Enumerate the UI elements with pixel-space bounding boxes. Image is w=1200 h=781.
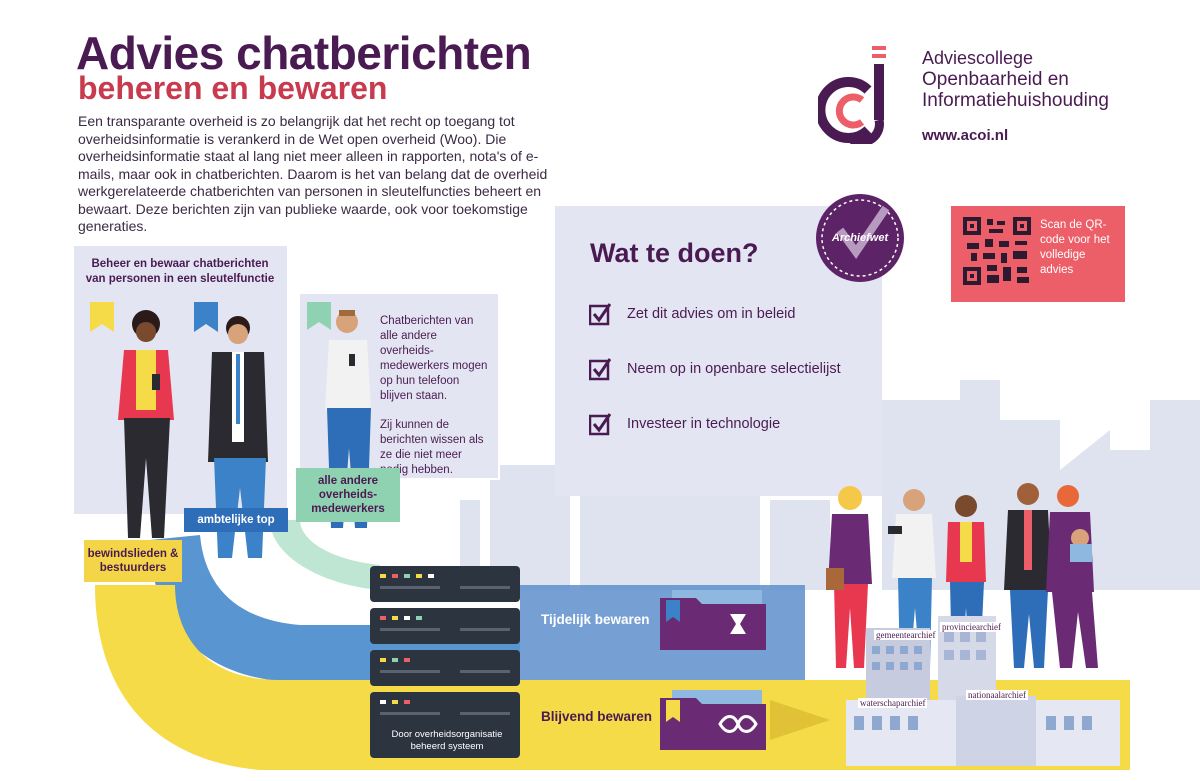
- server-unit: [370, 566, 520, 602]
- todo-item-label: Investeer in technologie: [627, 416, 781, 432]
- archiefwet-stamp-text: Archiefwet: [831, 232, 889, 244]
- logo-line-1: Adviescollege: [922, 48, 1034, 68]
- todo-title: Wat te doen?: [590, 238, 759, 268]
- logo-line-2: Openbaarheid en: [922, 69, 1069, 90]
- blue-data-stream: [150, 535, 520, 682]
- todo-item-technologie: Investeer in technologie: [589, 409, 780, 439]
- permanent-folder-infinity-icon: [660, 690, 766, 750]
- todo-item-beleid: Zet dit advies om in beleid: [589, 299, 795, 329]
- qr-caption: Scan de QR-code voor het volledige advie…: [1040, 219, 1110, 276]
- logo-wordmark: Adviescollege Openbaarheid en Informatie…: [922, 48, 1109, 111]
- intro-paragraph: Een transparante overheid is zo belangri…: [78, 113, 548, 234]
- label-blijvend-bewaren: Blijvend bewaren: [541, 709, 653, 724]
- label-andere-medewerkers: alle andere overheids-medewerkers: [296, 468, 400, 522]
- server-stack-icon: [370, 566, 520, 758]
- mint-data-stream: [270, 520, 380, 590]
- checkbox-checked-icon: [589, 358, 611, 381]
- server-caption: Door overheidsorganisatie beheerd systee…: [391, 729, 503, 752]
- archive-buildings-illustration: [846, 616, 1120, 766]
- other-employees-text-1: Chatberichten van alle andere overheids-…: [380, 315, 488, 402]
- checkbox-checked-icon: [589, 303, 611, 326]
- key-function-people-illustration: [90, 302, 268, 558]
- other-employees-text: Chatberichten van alle andere overheids-…: [380, 314, 492, 478]
- label-provinciearchief: provinciearchief: [940, 622, 1003, 632]
- qr-code-icon[interactable]: [963, 217, 1031, 285]
- key-function-panel-title: Beheer en bewaar chatberichten van perso…: [85, 258, 275, 285]
- label-gemeentearchief: gemeentearchief: [874, 630, 938, 640]
- page-subtitle: beheren en bewaren: [78, 70, 388, 106]
- page-title: Advies chatberichten: [76, 27, 532, 79]
- label-nationaalarchief: nationaalarchief: [966, 690, 1028, 700]
- label-bewindslieden: bewindslieden & bestuurders: [84, 540, 182, 582]
- todo-item-selectielijst: Neem op in openbare selectielijst: [589, 354, 841, 384]
- acoi-logo-icon: [818, 46, 886, 144]
- logo-url[interactable]: www.acoi.nl: [922, 127, 1009, 144]
- label-tijdelijk-bewaren: Tijdelijk bewaren: [541, 612, 650, 627]
- logo-line-3: Informatiehuishouding: [922, 90, 1109, 111]
- temporary-folder-hourglass-icon: [660, 590, 766, 650]
- todo-item-label: Neem op in openbare selectielijst: [627, 361, 841, 377]
- todo-item-label: Zet dit advies om in beleid: [627, 306, 796, 322]
- label-waterschaparchief: waterschaparchief: [858, 698, 928, 708]
- checkbox-checked-icon: [589, 413, 611, 436]
- archiefwet-stamp-icon: [816, 194, 904, 282]
- label-ambtelijke-top: ambtelijke top: [184, 508, 288, 532]
